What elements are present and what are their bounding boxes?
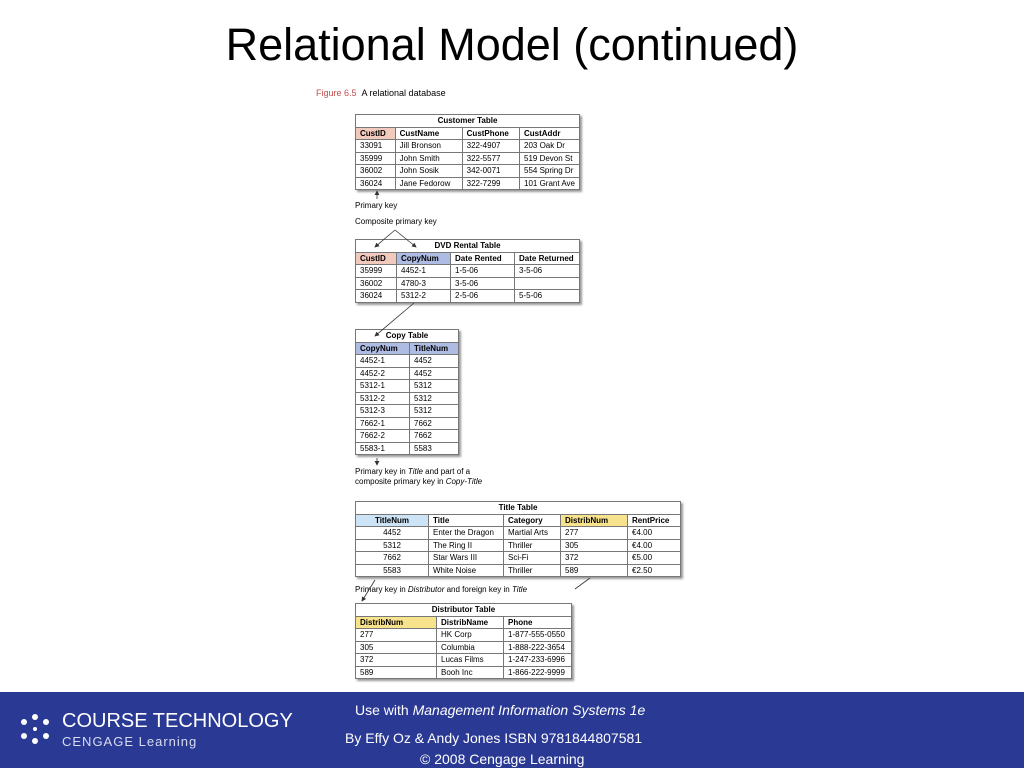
table-cell: 5583 [355, 563, 429, 577]
column-header: CustName [394, 126, 463, 140]
book-title: Management Information Systems 1e [412, 702, 646, 718]
table-cell: 5583-1 [355, 441, 410, 455]
course-technology-logo-icon [21, 714, 49, 744]
table-cell: 101 Grant Ave [519, 176, 580, 190]
table-row: 35999 4452-1 1-5-06 3-5-06 [355, 264, 580, 278]
use-with-line: Use with Management Information Systems … [355, 702, 645, 718]
title-primary-key-note: Primary key in Title and part of a compo… [355, 467, 482, 487]
table-cell: 203 Oak Dr [519, 139, 580, 153]
byline: By Effy Oz & Andy Jones ISBN 97818448075… [345, 730, 643, 746]
column-header: CustPhone [461, 126, 521, 140]
table-row: 5312 The Ring II Thriller 305 €4.00 [355, 538, 681, 552]
column-header: RentPrice [627, 513, 681, 527]
table-row: 36024 Jane Fedorow 322-7299 101 Grant Av… [355, 176, 580, 190]
table-row: 36024 5312-2 2-5-06 5-5-06 [355, 289, 580, 303]
table-cell: 322-7299 [461, 176, 521, 190]
table-cell: 589 [560, 563, 628, 577]
title-to-distributor-arrow [574, 577, 591, 590]
note-text: Primary key in [355, 585, 408, 594]
figure-number: Figure 6.5 [316, 88, 357, 98]
composite-key-arrow-left [374, 229, 396, 248]
distributor-table: Distributor Table DistribNum DistribName… [355, 603, 572, 679]
use-with-prefix: Use with [355, 702, 413, 718]
note-text: and part of a [422, 467, 471, 476]
note-text: Distributor [407, 585, 445, 594]
table-name: Copy Table [355, 329, 459, 343]
table-name: Customer Table [355, 114, 580, 128]
table-cell: €2.50 [627, 563, 681, 577]
column-header: Phone [503, 615, 572, 629]
brand-name: COURSE TECHNOLOGY [62, 710, 293, 732]
brand-subname: CENGAGE Learning [62, 734, 198, 749]
dvd-rental-table: DVD Rental Table CustID CopyNum Date Ren… [355, 239, 580, 303]
table-row: 372 Lucas Films 1-247-233-6996 [355, 653, 572, 667]
note-text: Primary key in [355, 467, 408, 476]
table-cell: 1-866-222-9999 [503, 665, 572, 679]
table-row: 33091 Jill Bronson 322-4907 203 Oak Dr [355, 139, 580, 153]
copyright: © 2008 Cengage Learning [420, 751, 585, 767]
table-row: 589 Booh Inc 1-866-222-9999 [355, 665, 572, 679]
note-text: Title [511, 585, 528, 594]
table-name: Title Table [355, 501, 681, 515]
table-cell: 342-0071 [461, 164, 521, 178]
column-header: TitleNum [355, 513, 429, 527]
note-text: Title [407, 467, 423, 476]
table-cell: 5-5-06 [514, 289, 580, 303]
column-header: DistribNum [560, 513, 628, 527]
column-header: TitleNum [409, 341, 459, 355]
distributor-key-arrow [361, 579, 376, 602]
table-row: 35999 John Smith 322-5577 519 Devon St [355, 151, 580, 165]
copy-key-arrow [374, 302, 415, 337]
table-row: 5583 White Noise Thriller 589 €2.50 [355, 563, 681, 577]
distributor-primary-key-note: Primary key in Distributor and foreign k… [355, 585, 527, 595]
primary-key-note: Primary key [355, 201, 398, 210]
composite-key-arrow-right [394, 229, 417, 248]
composite-primary-key-note: Composite primary key [355, 217, 437, 226]
note-text: composite primary key in [355, 477, 446, 486]
footer-bar: COURSE TECHNOLOGY CENGAGE Learning Use w… [0, 692, 1024, 768]
customer-table: Customer Table CustID CustName CustPhone… [355, 114, 580, 190]
figure-caption-text: A relational database [361, 88, 446, 98]
note-text: and foreign key in [444, 585, 512, 594]
title-table: Title Table TitleNum Title Category Dist… [355, 501, 681, 577]
slide-title: Relational Model (continued) [225, 19, 799, 70]
column-header: Date Returned [514, 251, 580, 265]
table-cell: 1-877-555-0550 [503, 628, 572, 642]
column-header: CopyNum [355, 341, 410, 355]
column-header: CopyNum [396, 251, 451, 265]
note-text: Copy-Title [445, 477, 483, 486]
figure-caption: Figure 6.5 A relational database [316, 88, 446, 98]
table-cell: 5583 [409, 441, 459, 455]
relationship-arrows [361, 190, 591, 602]
table-name: Distributor Table [355, 603, 572, 617]
table-row: 36002 John Sosik 342-0071 554 Spring Dr [355, 164, 580, 178]
table-row: 7662 Star Wars III Sci-Fi 372 €5.00 [355, 551, 681, 565]
column-header: CustAddr [519, 126, 580, 140]
